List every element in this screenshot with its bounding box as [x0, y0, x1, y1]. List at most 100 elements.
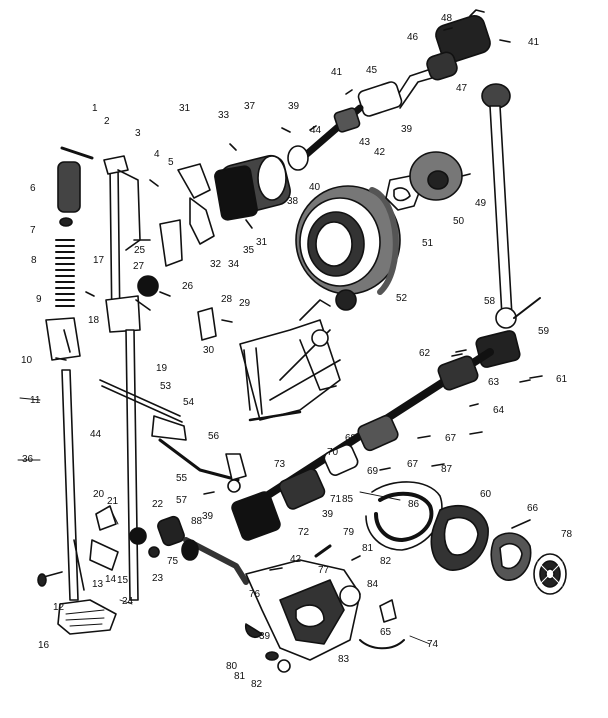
- part-label: 72: [298, 527, 310, 538]
- part-label: 55: [176, 473, 188, 484]
- part-label: 82: [380, 556, 392, 567]
- part-label: 78: [561, 529, 573, 540]
- part-label: 39: [322, 509, 334, 520]
- part-label: 46: [407, 32, 419, 43]
- part-label: 8: [31, 255, 37, 266]
- part-label: 27: [133, 261, 145, 272]
- part-label: 31: [256, 237, 268, 248]
- part-label: 56: [208, 431, 220, 442]
- part-label: 59: [538, 326, 550, 337]
- part-label: 44: [90, 429, 102, 440]
- part-label: 24: [122, 596, 134, 607]
- part-label: 39: [202, 511, 214, 522]
- part-label: 3: [135, 128, 141, 139]
- part-label: 17: [93, 255, 105, 266]
- part-label: 7: [30, 225, 36, 236]
- part-label: 39: [259, 631, 271, 642]
- part-label: 40: [309, 182, 321, 193]
- tension-parts: [135, 163, 217, 341]
- part-label: 35: [243, 245, 255, 256]
- part-label: 45: [366, 65, 378, 76]
- part-label: 32: [210, 259, 222, 270]
- part-label: 74: [427, 639, 439, 650]
- part-label: 80: [226, 661, 238, 672]
- part-label: 15: [117, 575, 129, 586]
- part-label: 42: [290, 554, 302, 565]
- hook-assembly: [244, 559, 405, 673]
- lower-shaft: [231, 330, 543, 541]
- disc-50: [409, 151, 471, 201]
- part-label: 33: [218, 110, 230, 121]
- part-label: 31: [179, 103, 191, 114]
- upper-shaft-assembly: [214, 9, 511, 221]
- part-label: 53: [160, 381, 172, 392]
- handwheel: [295, 185, 401, 295]
- part-label: 64: [493, 405, 505, 416]
- part-label: 88: [191, 516, 203, 527]
- feed-linkage: [239, 289, 357, 422]
- part-label: 73: [274, 459, 286, 470]
- part-label: 67: [407, 459, 419, 470]
- part-label: 16: [38, 640, 50, 651]
- part-label: 23: [152, 573, 164, 584]
- part-label: 85: [342, 494, 354, 505]
- part-label: 84: [367, 579, 379, 590]
- part-label: 63: [488, 377, 500, 388]
- part-label: 41: [331, 67, 343, 78]
- part-label: 43: [359, 137, 371, 148]
- part-label: 57: [176, 495, 188, 506]
- part-label: 66: [527, 503, 539, 514]
- part-label: 52: [396, 293, 408, 304]
- part-label: 82: [251, 679, 263, 690]
- part-label: 62: [419, 348, 431, 359]
- part-label: 19: [156, 363, 168, 374]
- part-label: 81: [362, 543, 374, 554]
- part-label: 77: [318, 565, 330, 576]
- part-label: 54: [183, 397, 195, 408]
- part-label: 29: [239, 298, 251, 309]
- part-label: 65: [380, 627, 392, 638]
- part-label: 39: [401, 124, 413, 135]
- part-label: 87: [441, 464, 453, 475]
- part-label: 36: [22, 454, 34, 465]
- part-label: 25: [134, 245, 146, 256]
- part-label: 49: [475, 198, 487, 209]
- part-label: 51: [422, 238, 434, 249]
- screws: [55, 127, 531, 571]
- part-label: 9: [36, 294, 42, 305]
- part-label: 71: [330, 494, 342, 505]
- part-label: 28: [221, 294, 233, 305]
- part-label: 21: [107, 496, 119, 507]
- part-label: 30: [203, 345, 215, 356]
- part-label: 39: [288, 101, 300, 112]
- part-label: 69: [367, 466, 379, 477]
- part-label: 37: [244, 101, 256, 112]
- part-label: 11: [30, 395, 41, 406]
- part-label: 83: [338, 654, 350, 665]
- part-label: 50: [453, 216, 465, 227]
- part-label: 4: [154, 149, 160, 160]
- presser-bar: [45, 146, 94, 601]
- part-label: 5: [168, 157, 174, 168]
- connecting-rod-58: [481, 83, 541, 329]
- part-label: 70: [327, 447, 339, 458]
- part-label: 81: [234, 671, 246, 682]
- leader-lines: [17, 397, 431, 645]
- part-label: 1: [92, 103, 98, 114]
- part-label: 42: [374, 147, 386, 158]
- part-label: 12: [53, 602, 65, 613]
- part-label: 38: [287, 196, 299, 207]
- part-label: 2: [104, 116, 110, 127]
- presser-foot: [37, 539, 117, 635]
- bobbin-parts: [365, 481, 567, 595]
- part-label: 79: [343, 527, 355, 538]
- part-label: 10: [21, 355, 33, 366]
- part-label: 61: [556, 374, 568, 385]
- part-label: 75: [167, 556, 179, 567]
- part-label: 47: [456, 83, 468, 94]
- part-label: 26: [182, 281, 194, 292]
- part-label: 48: [441, 13, 453, 24]
- small-parts-lower-left: [89, 505, 249, 585]
